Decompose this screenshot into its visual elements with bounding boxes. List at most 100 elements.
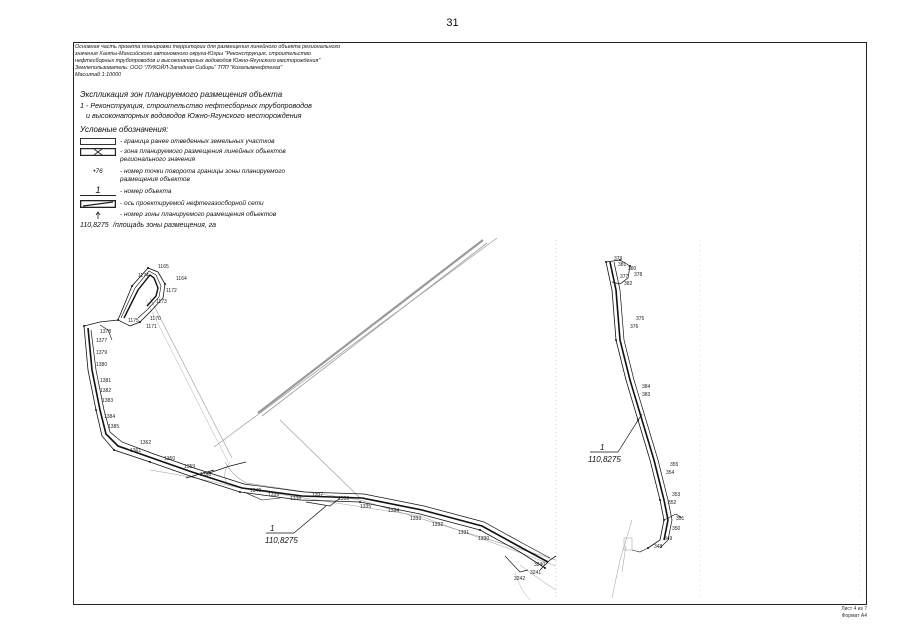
point-label: 1332 — [432, 522, 443, 528]
point-label: 1340 — [250, 488, 261, 494]
left-point-labels: 1165 1164 1172 1171 1170 1173 1174 1175 … — [96, 264, 545, 582]
header-line: Землепользователь: ООО "ЛУКОЙЛ-Западная … — [75, 65, 283, 71]
point-label: 1165 — [158, 264, 169, 270]
legend-text-cont: регионального значения — [120, 156, 196, 163]
object-number-symbol: 1 — [80, 185, 116, 196]
point-label: 379 — [614, 256, 623, 262]
point-label: 1331 — [458, 530, 469, 536]
legend-text: - номер объекта — [120, 188, 172, 195]
point-label: 1336 — [338, 496, 349, 502]
point-label: 1171 — [146, 324, 157, 330]
point-label: 384 — [642, 384, 651, 390]
legend-text: - номер точки поворота границы зоны план… — [120, 168, 285, 175]
point-label: 1377 — [96, 338, 107, 344]
left-zone-label: 1 110,8275 — [265, 505, 327, 545]
header-line: значения Ханты-Мансийского автономного о… — [75, 51, 311, 57]
point-label: 377 — [620, 274, 629, 280]
sheet-footer: Лист 4 из 7 Формат А4 — [841, 606, 867, 620]
header-line: нефтесборных трубопроводов и высоконапор… — [75, 58, 321, 64]
right-pipeline-zone — [605, 259, 683, 553]
legend-text: - ось проектируемой нефтегазосборной сет… — [120, 200, 264, 207]
map-frame — [73, 42, 867, 605]
explication-item: 1 - Реконструкция, строительство нефтесб… — [80, 101, 312, 110]
left-turn-points — [83, 267, 546, 569]
point-label: 383 — [642, 392, 651, 398]
point-label: 376 — [630, 324, 639, 330]
point-label: 351 — [676, 516, 685, 522]
point-label: 3240 — [534, 562, 545, 568]
point-label: 1339 — [268, 492, 279, 498]
point-label: 1360 — [164, 456, 175, 462]
point-label: 1164 — [176, 276, 187, 282]
point-label: 1378 — [100, 329, 111, 335]
point-label: 375 — [636, 316, 645, 322]
point-label: 1333 — [410, 516, 421, 522]
zone-number-label: 1 — [600, 443, 604, 452]
sheet-format: Формат А4 — [841, 613, 867, 619]
point-label: 1381 — [100, 378, 111, 384]
point-label: 1358 — [200, 472, 211, 478]
sheet-number: Лист 4 из 7 — [841, 606, 867, 612]
point-label: 1330 — [478, 536, 489, 542]
zone-number-label: 1 — [270, 524, 274, 533]
header-line: Основная часть проекта планировки террит… — [75, 44, 341, 50]
legend-text: - зона планируемого размещения линейных … — [120, 148, 286, 155]
zone-symbol — [80, 148, 116, 156]
point-symbol-label: 76 — [95, 168, 103, 175]
point-label: 1384 — [104, 414, 115, 420]
header-line: Масштаб 1:10000 — [75, 72, 122, 78]
point-label: 1361 — [130, 448, 141, 454]
point-label: 1170 — [150, 316, 161, 322]
legend-text-cont: размещения объектов — [120, 176, 190, 183]
page-number: 31 — [446, 17, 459, 29]
point-label: 1385 — [108, 424, 119, 430]
explication-title: Экспликация зон планируемого размещения … — [80, 90, 283, 99]
point-label: 350 — [672, 526, 681, 532]
right-corridors — [611, 519, 633, 599]
right-zone-label: 1 110,8275 — [588, 413, 643, 464]
point-label: 353 — [672, 492, 681, 498]
point-label: 1338 — [290, 496, 301, 502]
point-label: 3241 — [530, 570, 541, 576]
point-label: 1359 — [184, 464, 195, 470]
header-text: Основная часть проекта планировки террит… — [75, 44, 395, 79]
explication-item-cont: и высоконапорных водоводов Южно-Ягунског… — [86, 111, 302, 120]
point-label: 1379 — [96, 350, 107, 356]
legend-title: Условные обозначения: — [80, 125, 169, 134]
zone-area-label: 110,8275 — [265, 536, 298, 545]
point-label: 349 — [664, 536, 673, 542]
point-label: 1383 — [102, 398, 113, 404]
legend-text: - граница ранее отведенных земельных уча… — [120, 138, 275, 145]
point-label: 382 — [624, 281, 633, 287]
point-label: 1175 — [128, 318, 139, 324]
point-label: 1380 — [96, 362, 107, 368]
area-symbol: 110,8275 — [80, 222, 109, 229]
pipeline-symbol — [80, 200, 116, 208]
point-label: 1173 — [156, 299, 167, 305]
point-label: 1337 — [312, 492, 323, 498]
point-dot-icon: • — [93, 168, 96, 175]
right-point-labels: 379 380 381 382 377 378 375 376 384 383 … — [614, 256, 685, 550]
point-label: 1334 — [388, 508, 399, 514]
point-label: 355 — [670, 462, 679, 468]
zone-area-label: 110,8275 — [588, 455, 621, 464]
point-label: 1172 — [166, 288, 177, 294]
point-label: 378 — [634, 272, 643, 278]
right-turn-points — [605, 259, 665, 549]
point-label: 352 — [668, 500, 677, 506]
legend-text: - номер зоны планируемого размещения объ… — [120, 211, 277, 218]
left-pipeline-zone — [83, 267, 557, 573]
existing-corridors — [145, 237, 557, 601]
point-label: 348 — [654, 544, 663, 550]
point-label: 1362 — [140, 440, 151, 446]
point-label: 1335 — [360, 504, 371, 510]
legend-text: /площадь зоны размещения, га — [113, 222, 217, 229]
point-label: 1382 — [100, 388, 111, 394]
point-label: 354 — [666, 470, 675, 476]
point-label: 1174 — [138, 273, 149, 279]
zone-number-symbol — [95, 211, 101, 219]
point-symbol: •76 — [80, 168, 116, 176]
point-label: 380 — [628, 266, 637, 272]
boundary-symbol — [80, 138, 116, 145]
